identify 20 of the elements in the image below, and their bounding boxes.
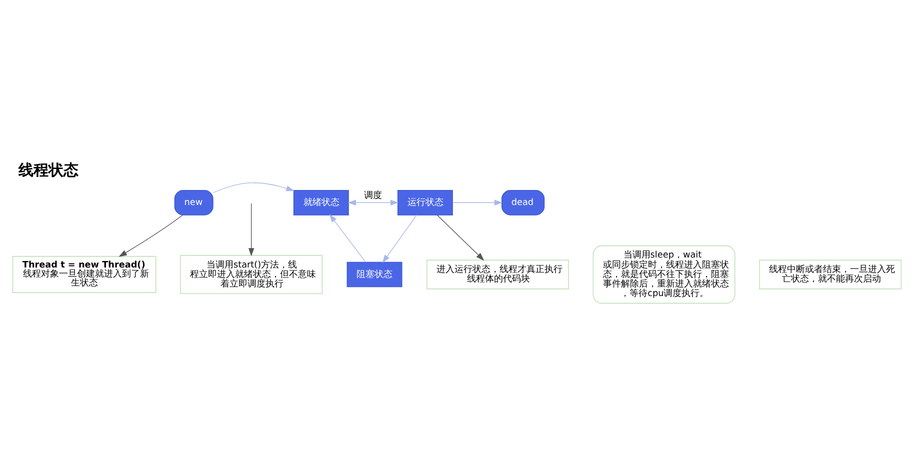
- diagram-title: 线程状态: [18, 160, 78, 179]
- edge-label: 调度: [364, 191, 382, 202]
- arrow: [118, 214, 184, 257]
- node-box: new: [174, 190, 214, 216]
- arrow: [329, 214, 366, 263]
- node-box: 运行状态: [397, 190, 453, 216]
- arrow: [382, 214, 418, 264]
- node-box: dead: [501, 190, 545, 216]
- arrow: [212, 182, 294, 193]
- arrow: [348, 200, 399, 206]
- node-box: 当调用start()方法，线程立即进入就绪状态，但不意味着立即调度执行: [180, 255, 323, 294]
- arrow: [248, 203, 254, 256]
- node-box: 进入运行状态，线程才真正执行线程体的代码块: [426, 260, 569, 290]
- node-box: Thread t = new Thread() 线程对象一旦创建就进入到了新生状态: [12, 256, 156, 293]
- arrow: [452, 200, 503, 206]
- node-box: 就绪状态: [293, 190, 349, 216]
- arrow: [436, 214, 484, 261]
- node-box: 阻塞状态: [346, 262, 402, 288]
- node-box: 线程中断或者结束，一旦进入死亡状态，就不能再次启动: [759, 260, 902, 290]
- node-box: 当调用sleep，wait 或同步锁定时，线程进入阻塞状态，就是代码不往下执行，阻塞事件解除后，重新进入就绪状态，等待cpu调度执行。: [592, 245, 736, 304]
